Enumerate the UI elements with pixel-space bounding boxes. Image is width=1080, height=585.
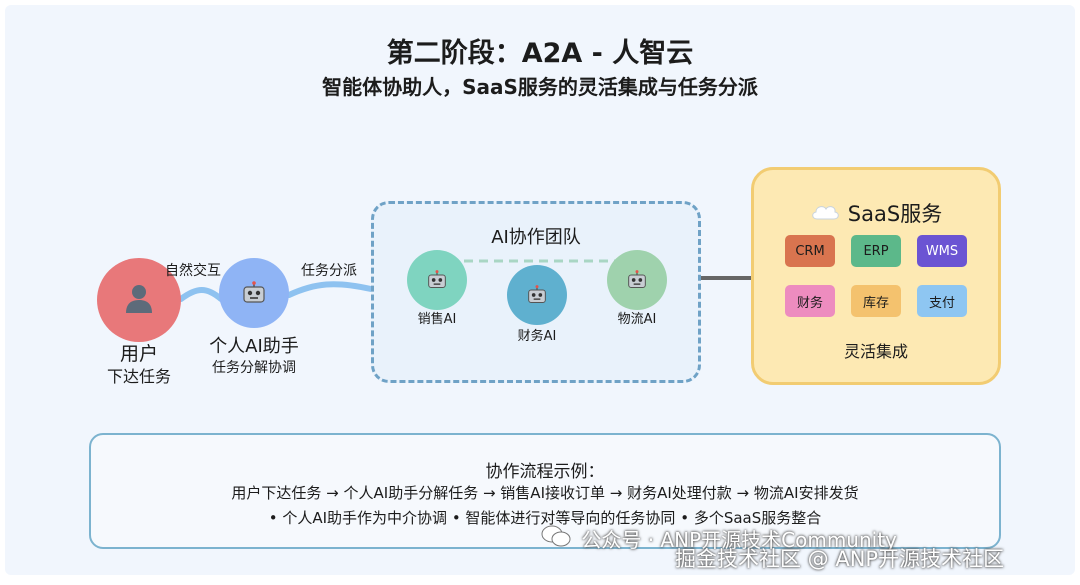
user-node [97,258,181,342]
wms-module: WMS [917,235,967,267]
robot-icon [241,281,267,305]
user-action: 下达任务 [106,367,171,386]
logistics-ai-node [607,250,667,310]
crm-module: CRM [785,235,835,267]
person-icon [122,281,156,319]
sales-ai-node [407,250,467,310]
channel-watermark-text: 公众号 · ANP开源技术Community [581,528,897,552]
payment-module: 支付 [917,285,967,317]
diagram-canvas: 第二阶段：A2A - 人智云 智能体协助人，SaaS服务的灵活集成与任务分派 用… [5,5,1075,575]
page-title: 第二阶段：A2A - 人智云 [386,38,694,69]
saas-title: SaaS服务 [847,202,943,226]
assistant-desc: 任务分解协调 [212,360,296,376]
flow-line-1: 用户下达任务 → 个人AI助手分解任务 → 销售AI接收订单 → 财务AI处理付… [231,484,859,502]
robot-icon [526,285,548,305]
sales-ai-label: 销售AI [417,312,457,327]
flow-title: 协作流程示例： [485,462,605,482]
logistics-ai-label: 物流AI [617,312,657,327]
task-dispatch-connector [286,281,374,298]
channel-watermark: 公众号 · ANP开源技术Community [541,524,897,553]
inventory-module: 库存 [851,285,901,317]
task-dispatch-label: 任务分派 [301,263,357,279]
finance-ai-label: 财务AI [517,329,557,344]
saas-caption: 灵活集成 [843,342,908,361]
finance-module: 财务 [785,285,835,317]
erp-module: ERP [851,235,901,267]
ai-team-title: AI协作团队 [491,227,581,248]
user-name: 用户 [119,343,158,365]
page-subtitle: 智能体协助人，SaaS服务的灵活集成与任务分派 [322,75,758,99]
personal-ai-assistant-node [219,258,289,328]
saas-services-box [751,167,1001,385]
credit-watermark: 掘金技术社区 @ ANP开源技术社区 [675,547,1005,571]
finance-ai-node [507,265,567,325]
robot-icon [626,270,648,290]
assistant-name: 个人AI助手 [209,336,299,357]
flow-line-2: • 个人AI助手作为中介协调 • 智能体进行对等导向的任务协同 • 多个SaaS… [268,509,822,527]
natural-interaction-connector [178,287,224,302]
saas-header: SaaS服务 [751,198,1001,228]
wechat-icon [541,525,571,552]
natural-interaction-label: 自然交互 [165,263,221,279]
cloud-icon [810,201,840,226]
robot-icon [426,270,448,290]
